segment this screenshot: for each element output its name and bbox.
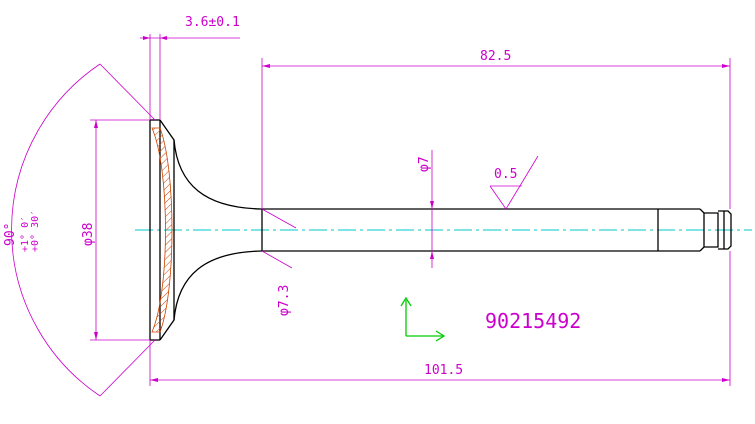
dim-head-diameter: φ38 xyxy=(81,223,96,246)
part-number: 90215492 xyxy=(485,309,581,333)
dim-surface-roughness: 0.5 xyxy=(494,167,517,182)
head-section-hatch xyxy=(151,127,173,333)
dimension-lines xyxy=(11,34,731,397)
dim-seat-angle: 90° xyxy=(3,223,18,246)
axis-marker xyxy=(400,296,446,342)
dim-stem-length: 82.5 xyxy=(480,49,511,64)
dim-stem-diameter: φ7 xyxy=(417,156,432,172)
dim-angle-tol-lower: +0° 30′ xyxy=(30,210,41,252)
dim-angle-tol-upper: +1° 0′ xyxy=(20,216,31,252)
dim-overall-length: 101.5 xyxy=(424,363,463,378)
dim-neck-diameter: φ7.3 xyxy=(277,285,292,316)
arrowheads xyxy=(94,36,730,382)
dim-head-thickness: 3.6±0.1 xyxy=(185,15,240,30)
valve-outline xyxy=(149,119,732,341)
